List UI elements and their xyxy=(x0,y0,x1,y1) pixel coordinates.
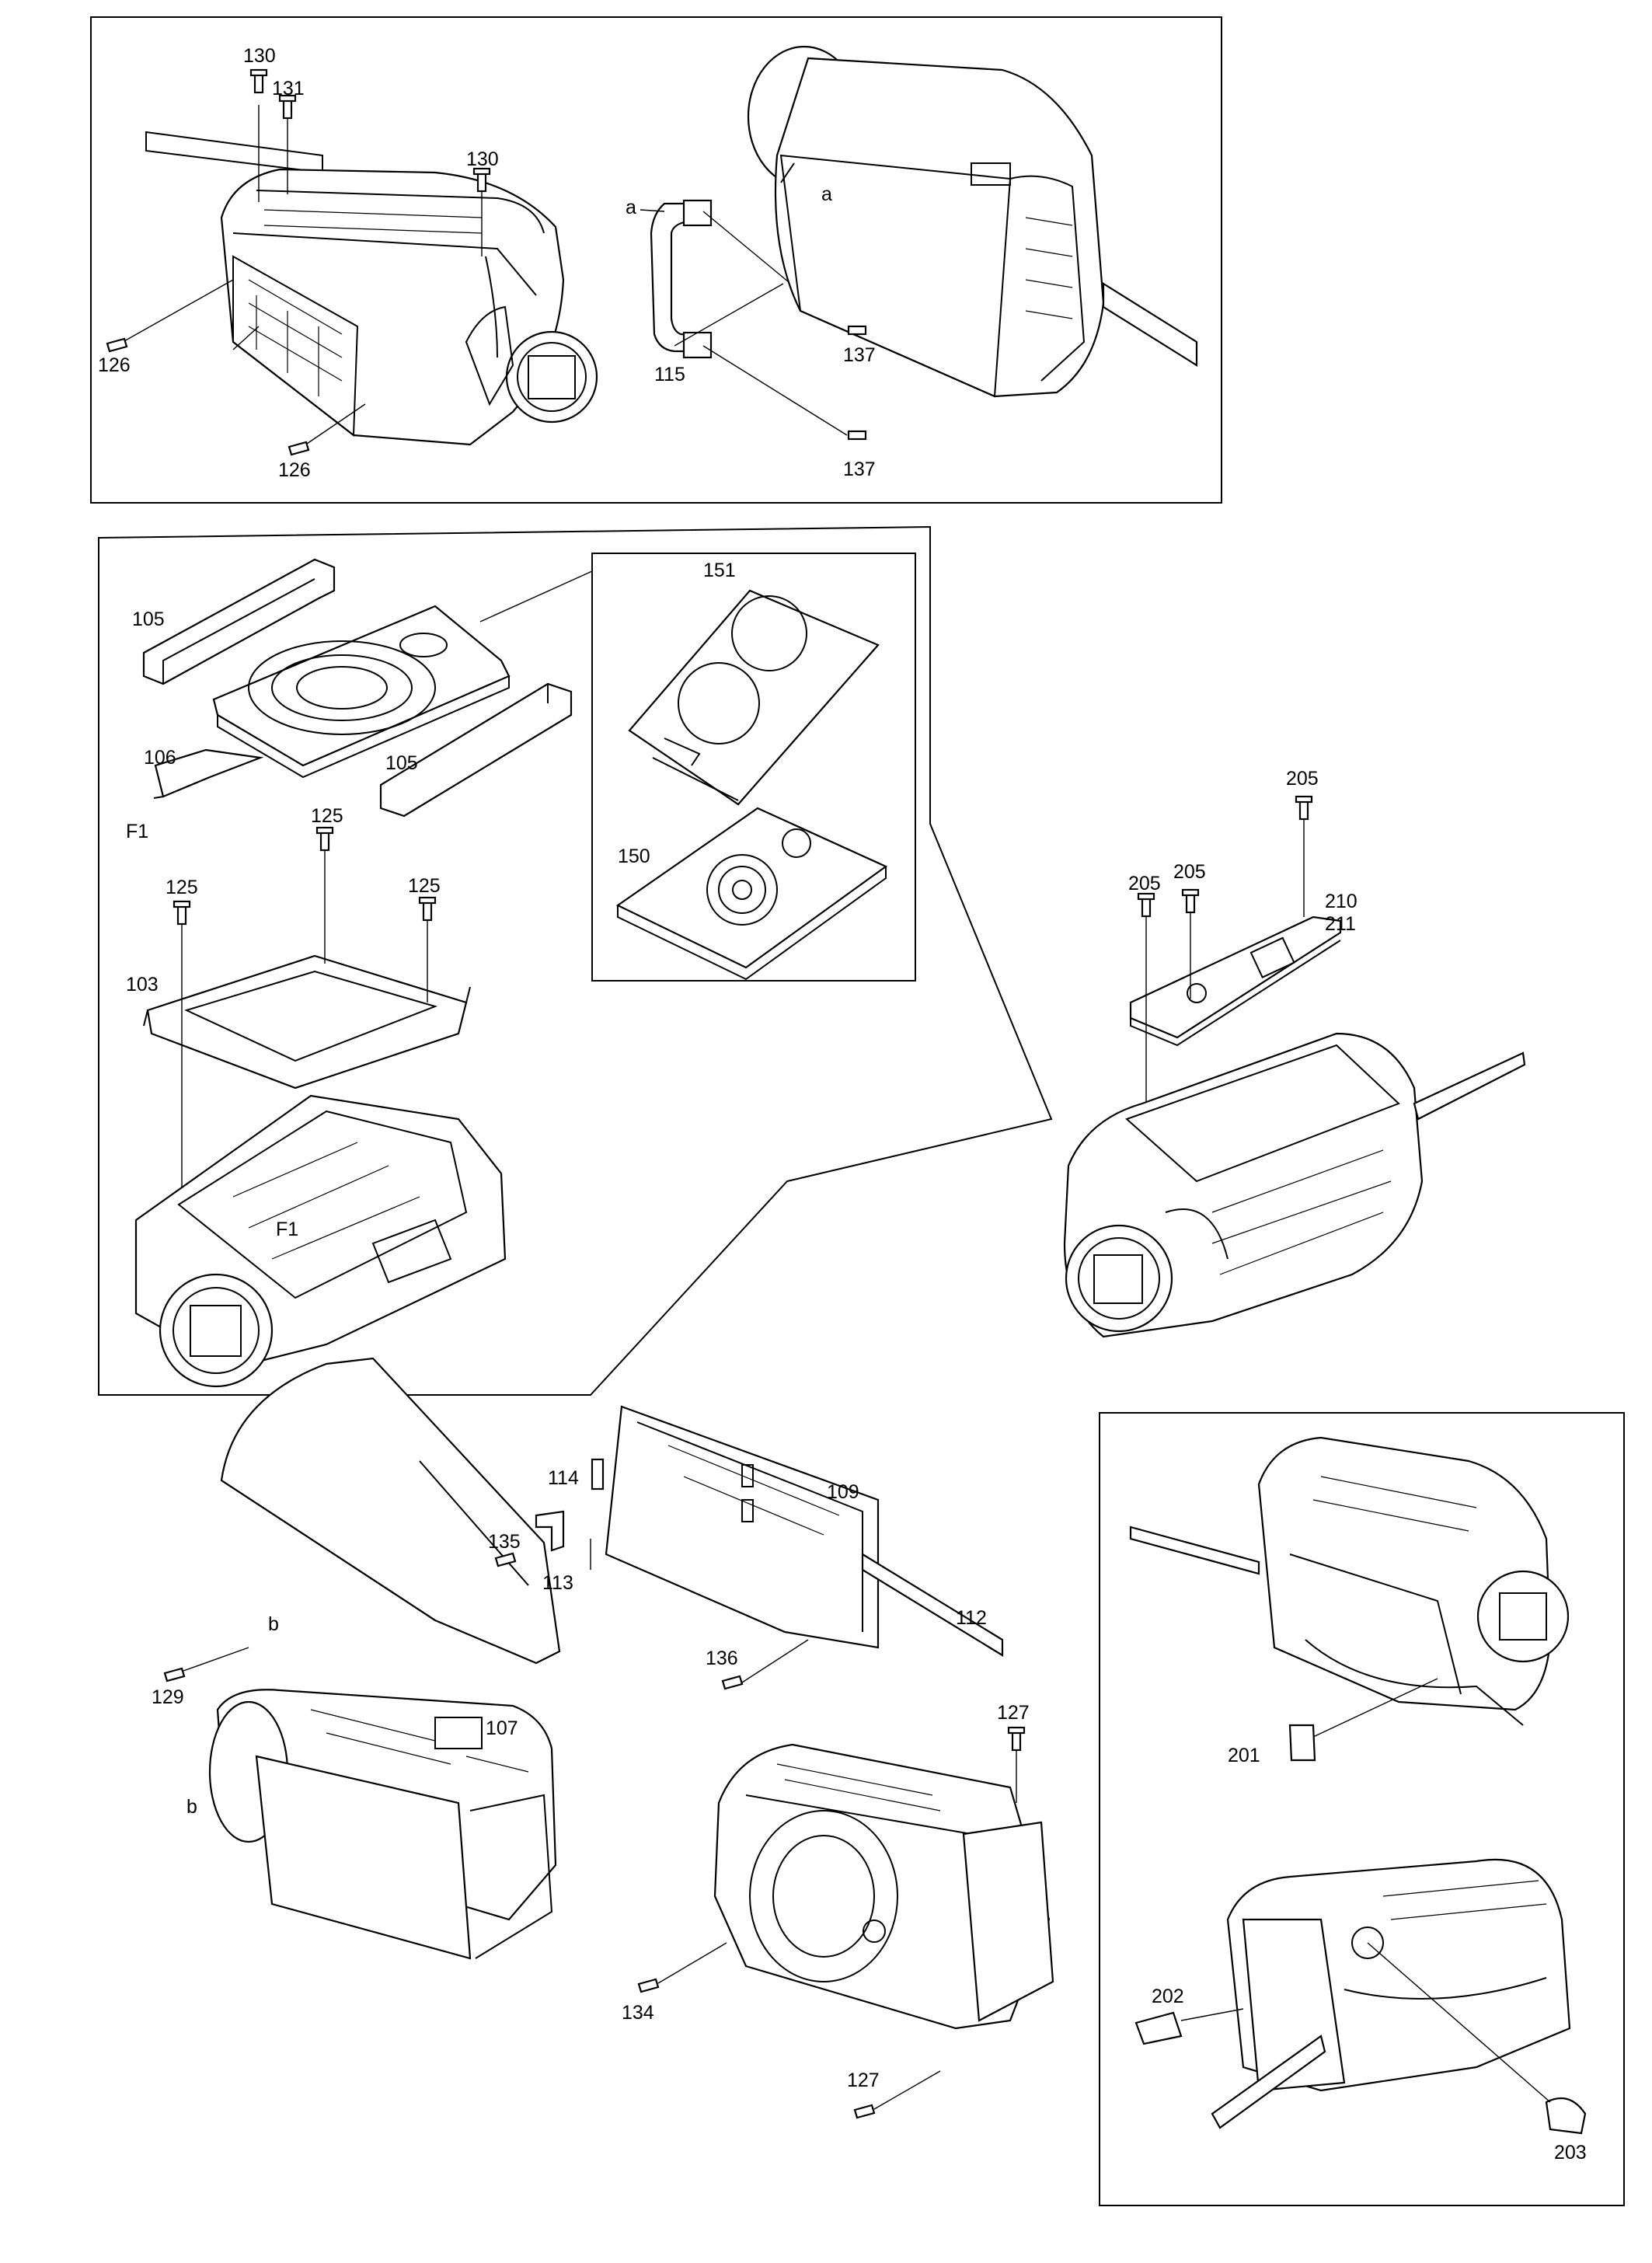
part-103-frame xyxy=(143,954,471,1090)
hdd-detail xyxy=(615,589,888,981)
callout-f1-a: F1 xyxy=(126,821,148,842)
callout-115: 115 xyxy=(654,364,685,385)
part-107-top-cover xyxy=(220,1357,561,1665)
panel-top xyxy=(90,16,1222,504)
part-115-cover xyxy=(640,199,848,436)
camcorder-top-right xyxy=(747,45,1198,441)
callout-127-b: 127 xyxy=(847,2069,880,2091)
callout-202: 202 xyxy=(1152,1986,1184,2007)
callout-line-hdd xyxy=(479,570,593,622)
callout-201: 201 xyxy=(1228,1745,1260,1766)
screws-125 xyxy=(173,826,437,1201)
callout-107: 107 xyxy=(486,1717,518,1739)
callout-205-b: 205 xyxy=(1173,861,1206,883)
screws-bottom-left xyxy=(163,1552,809,1690)
part-109-lcd-frame xyxy=(605,1405,1004,1657)
callout-205-c: 205 xyxy=(1128,873,1161,894)
callout-134: 134 xyxy=(622,2002,654,2024)
camcorder-right-panel-top xyxy=(1129,1436,1570,1726)
callout-126-a: 126 xyxy=(98,354,131,376)
callout-125-b: 125 xyxy=(166,877,198,898)
part-210-plate xyxy=(1129,915,1342,1047)
camcorder-right-panel-bottom xyxy=(1211,1858,1571,2129)
panel-middle xyxy=(98,525,1053,1396)
camcorder-top-left xyxy=(122,105,598,446)
callout-205-a: 205 xyxy=(1286,768,1319,790)
camcorder-middle-right xyxy=(1063,1032,1526,1338)
part-114-113 xyxy=(535,1458,605,1570)
callout-b-1: b xyxy=(268,1613,279,1635)
callout-151: 151 xyxy=(703,560,736,581)
small-parts-201-203 xyxy=(1134,1678,1587,2135)
callout-109: 109 xyxy=(827,1481,859,1503)
callout-106: 106 xyxy=(144,747,176,769)
callout-125-a: 125 xyxy=(311,805,343,827)
callout-129: 129 xyxy=(152,1686,184,1708)
callout-b-2: b xyxy=(186,1796,197,1818)
callout-135: 135 xyxy=(488,1531,521,1553)
part-105-brackets xyxy=(142,558,573,818)
callout-125-c: 125 xyxy=(408,875,441,897)
panel-hdd-detail xyxy=(591,553,916,982)
callout-105-b: 105 xyxy=(385,752,418,774)
callout-131: 131 xyxy=(272,78,305,99)
callout-112: 112 xyxy=(956,1607,987,1629)
callout-127-a: 127 xyxy=(997,1702,1030,1724)
callout-113: 113 xyxy=(542,1572,573,1594)
callout-137-a: 137 xyxy=(843,344,876,366)
callout-126-b: 126 xyxy=(278,459,311,481)
callout-137-b: 137 xyxy=(843,459,876,480)
panel-right xyxy=(1099,1412,1625,2206)
screws-205 xyxy=(1137,795,1313,1150)
callout-136: 136 xyxy=(706,1648,738,1669)
camcorder-middle-left xyxy=(134,1094,507,1388)
callout-f1-b: F1 xyxy=(276,1219,298,1240)
callout-a-1: a xyxy=(626,197,636,218)
callout-130-b: 130 xyxy=(466,148,499,170)
callout-210: 210 xyxy=(1325,891,1357,912)
callout-211: 211 xyxy=(1325,913,1356,935)
callout-130-a: 130 xyxy=(243,45,276,67)
callout-105-a: 105 xyxy=(132,608,165,630)
callout-a-2: a xyxy=(821,183,832,205)
camcorder-bottom-center xyxy=(637,1726,1054,2119)
part-hdd-unit xyxy=(153,605,511,799)
callout-203: 203 xyxy=(1554,2142,1587,2164)
callout-150: 150 xyxy=(618,846,650,867)
camcorder-bottom-left xyxy=(208,1689,557,1960)
callout-103: 103 xyxy=(126,974,159,996)
callout-114: 114 xyxy=(548,1467,579,1489)
screws-top-left xyxy=(106,68,491,456)
